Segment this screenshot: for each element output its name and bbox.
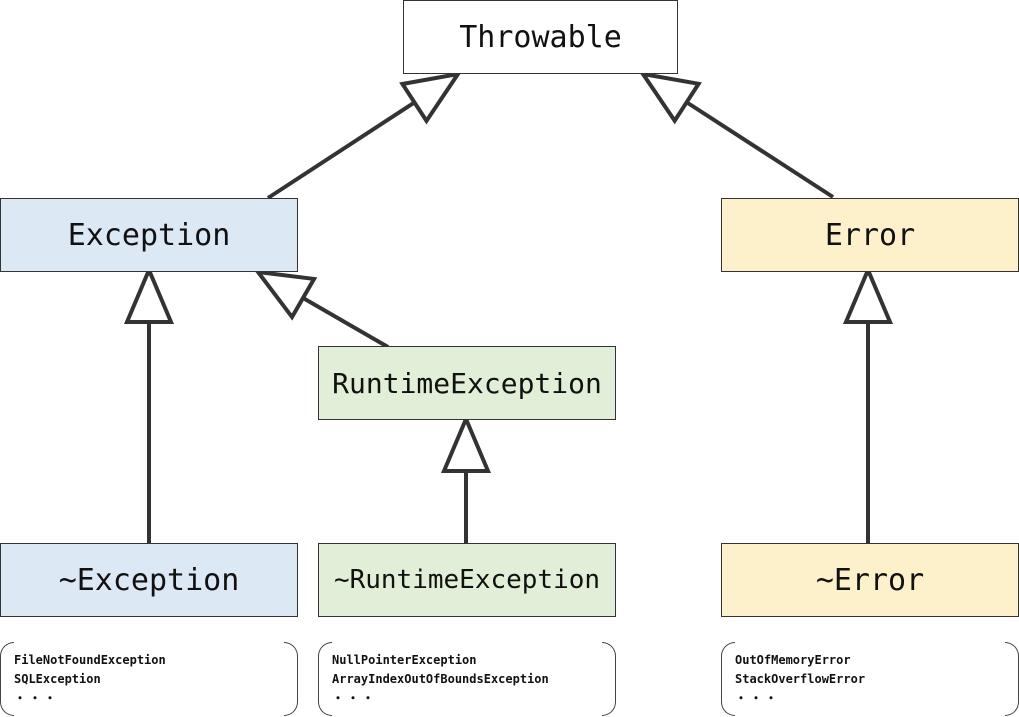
inheritance-line-error <box>685 100 835 199</box>
note-line: StackOverflowError <box>735 672 866 686</box>
note-line: SQLException <box>14 672 101 686</box>
node-throwable: Throwable <box>403 0 678 74</box>
inheritance-arrowhead-sub-runtime-exception <box>440 413 492 473</box>
node-error: Error <box>721 198 1019 272</box>
node-sub-exception: ~Exception <box>0 543 298 617</box>
note-line: FileNotFoundException <box>14 653 166 667</box>
note-ellipsis: ・・・ <box>14 691 60 705</box>
inheritance-arrowhead-runtime-exception <box>253 269 318 321</box>
node-throwable-label: Throwable <box>459 19 622 55</box>
note-ellipsis: ・・・ <box>735 691 781 705</box>
note-exception-examples: FileNotFoundException SQLException ・・・ <box>0 642 298 716</box>
note-line: NullPointerException <box>332 653 477 667</box>
note-left-brace <box>318 642 332 716</box>
node-runtime-exception-label: RuntimeException <box>332 366 602 400</box>
node-exception-label: Exception <box>67 217 231 253</box>
node-error-label: Error <box>824 217 916 253</box>
note-line: ArrayIndexOutOfBoundsException <box>332 672 549 686</box>
note-line: OutOfMemoryError <box>735 653 851 667</box>
note-left-brace <box>721 642 735 716</box>
inheritance-line-runtime-exception <box>302 296 389 349</box>
node-sub-runtime-exception: ~RuntimeException <box>318 543 616 617</box>
note-left-brace <box>0 642 14 716</box>
inheritance-arrowhead-sub-exception <box>123 264 175 324</box>
inheritance-arrowhead-exception <box>399 71 463 125</box>
note-right-brace <box>1005 642 1019 716</box>
note-ellipsis: ・・・ <box>332 691 378 705</box>
node-sub-error: ~Error <box>721 543 1019 617</box>
note-right-brace <box>602 642 616 716</box>
node-sub-error-label: ~Error <box>815 562 925 598</box>
node-runtime-exception: RuntimeException <box>318 346 616 420</box>
inheritance-line-exception <box>266 100 416 200</box>
inheritance-arrowhead-sub-error <box>842 264 894 324</box>
node-sub-runtime-exception-label: ~RuntimeException <box>333 565 601 595</box>
node-exception: Exception <box>0 198 298 272</box>
note-error-examples: OutOfMemoryError StackOverflowError ・・・ <box>721 642 1019 716</box>
note-runtime-examples: NullPointerException ArrayIndexOutOfBoun… <box>318 642 616 716</box>
inheritance-arrowhead-error <box>638 71 702 125</box>
node-sub-exception-label: ~Exception <box>58 562 240 598</box>
note-right-brace <box>284 642 298 716</box>
